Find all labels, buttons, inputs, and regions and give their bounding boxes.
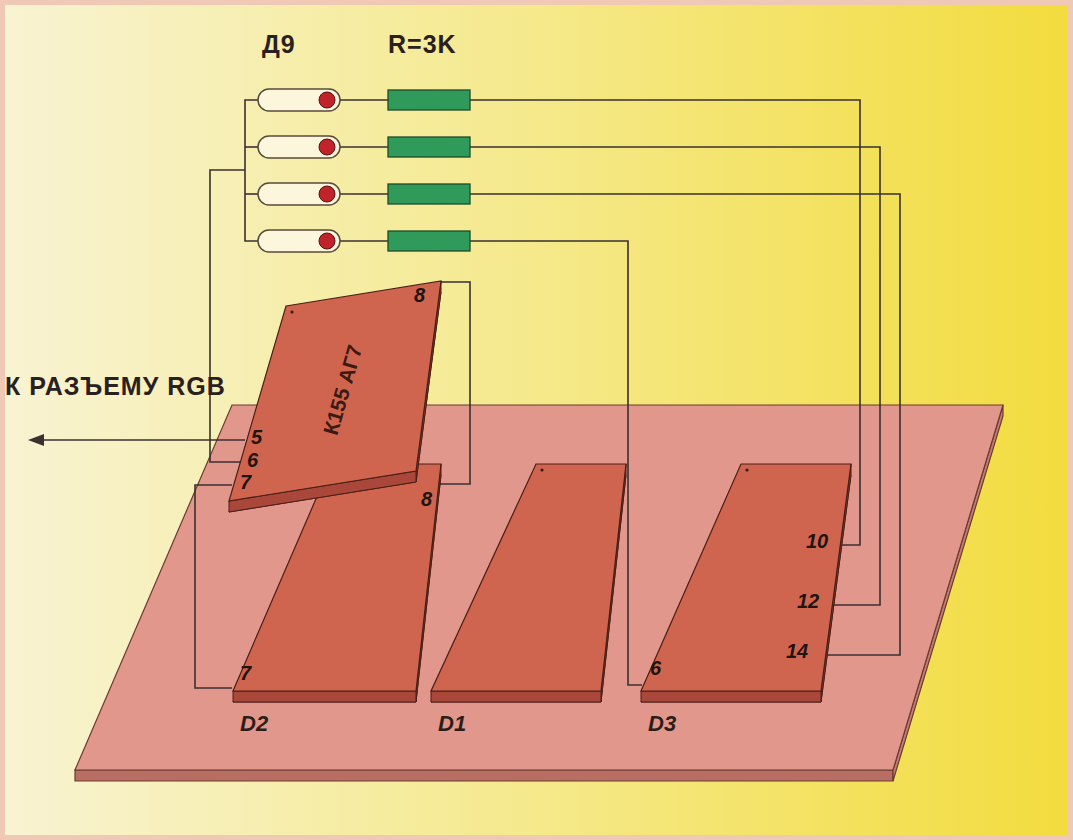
resistor-symbol (388, 184, 470, 204)
wire (40, 439, 245, 441)
resistor-symbol (388, 90, 470, 110)
wire (210, 170, 246, 462)
part-label: R=3K (388, 30, 457, 59)
board-edge (75, 770, 893, 781)
pin-number: 10 (806, 530, 828, 553)
chip-face (233, 464, 441, 691)
wire (438, 282, 470, 484)
pin-number: 8 (421, 488, 432, 511)
pin1-key (745, 468, 748, 471)
pin-number: 7 (240, 662, 251, 685)
chip-side (233, 691, 416, 702)
pin-number: 8 (414, 284, 425, 307)
wire (336, 240, 388, 242)
wire (438, 282, 470, 484)
wire (245, 146, 258, 148)
wire (336, 193, 388, 195)
chip-face (229, 281, 441, 501)
chip-side (431, 691, 601, 702)
wire (245, 100, 258, 241)
wire (336, 146, 388, 148)
chip: К155 АГ7 (228, 280, 442, 513)
chip: D1 (430, 463, 627, 739)
drawing-part (388, 90, 470, 251)
pin-number: 6 (650, 657, 661, 680)
chip: D3 (640, 463, 852, 739)
pin-number: 6 (247, 449, 258, 472)
part-label: Д9 (262, 30, 296, 59)
wire (336, 99, 388, 101)
wire (195, 485, 232, 688)
chip-face (431, 464, 626, 691)
diode-crystal (319, 92, 335, 108)
diode-crystal (319, 139, 335, 155)
diode-symbol (258, 183, 340, 205)
pin1-key (335, 468, 338, 471)
diode-crystal (319, 186, 335, 202)
chip-designator: D1 (438, 711, 466, 737)
chip-face (641, 464, 851, 691)
pin-number: 5 (251, 426, 262, 449)
pin-number: 7 (240, 471, 251, 494)
arrowhead (28, 434, 44, 446)
resistor-symbol (388, 137, 470, 157)
diode-symbol (258, 136, 340, 158)
wire (195, 485, 232, 688)
pin-number: 14 (786, 640, 808, 663)
chip-side (641, 691, 821, 702)
diode-symbol (258, 89, 340, 111)
chip-outline (640, 463, 852, 703)
resistor-symbol (388, 231, 470, 251)
pin-number: 12 (797, 590, 819, 613)
pin1-key (290, 310, 293, 313)
board (75, 405, 1003, 770)
chip-designator: D3 (648, 711, 676, 737)
diode-crystal (319, 233, 335, 249)
diode-symbol (258, 230, 340, 252)
wire (245, 193, 258, 195)
drawing-part (258, 89, 340, 252)
pin1-key (540, 468, 543, 471)
chip-outline (430, 463, 627, 703)
part-label: К РАЗЪЕМУ RGB (5, 372, 230, 401)
chip-designator: D2 (240, 711, 268, 737)
